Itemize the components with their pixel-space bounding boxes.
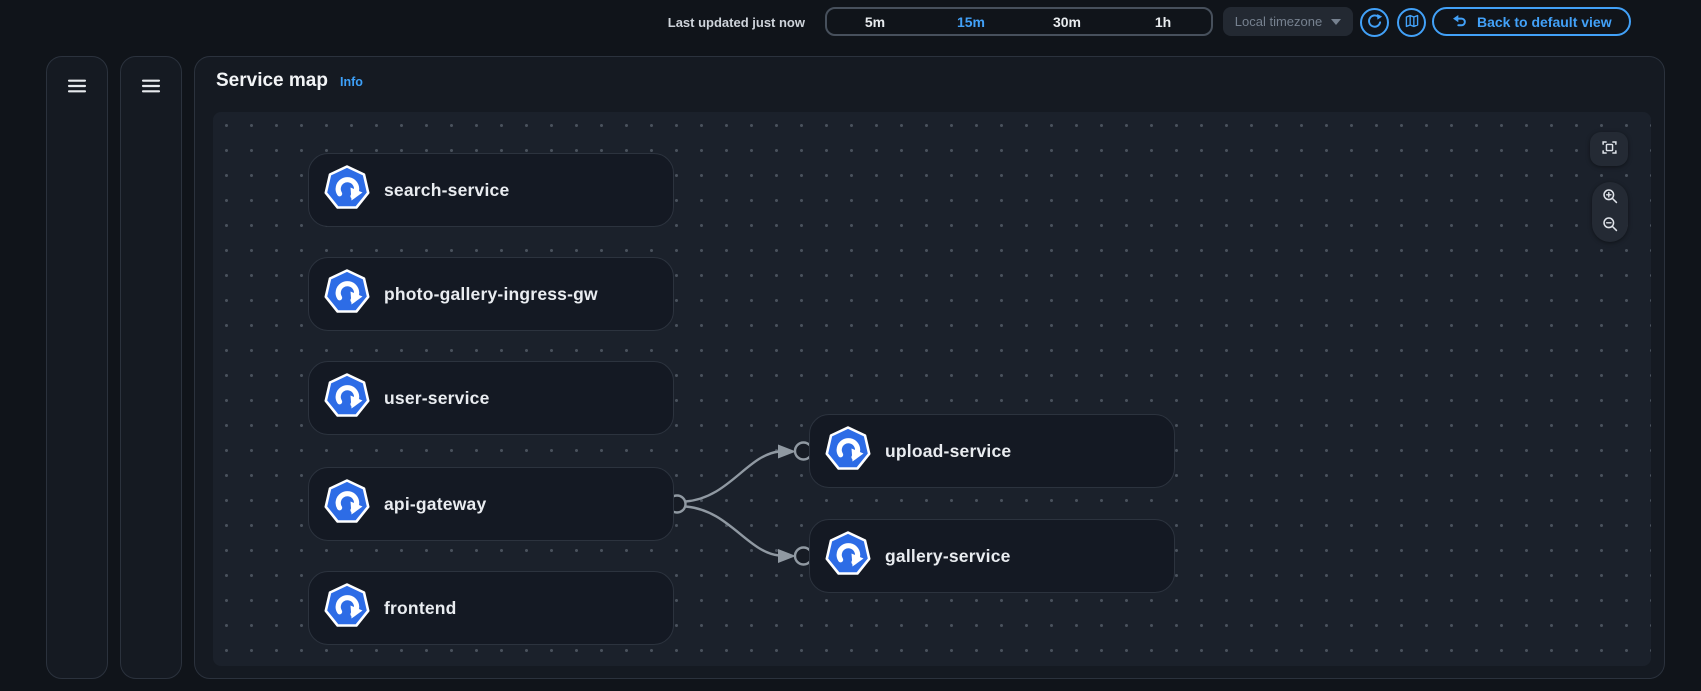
- service-node-gallery-service[interactable]: gallery-service: [809, 519, 1175, 593]
- map-view-button[interactable]: [1397, 8, 1426, 37]
- node-label: frontend: [384, 597, 457, 618]
- fit-to-view-button[interactable]: [1590, 132, 1628, 166]
- collapsed-panel-left-1: [46, 56, 108, 679]
- service-map-panel: Service map Info: [194, 56, 1665, 679]
- kubernetes-workload-icon: [823, 530, 873, 583]
- time-range-30m[interactable]: 30m: [1052, 13, 1082, 30]
- service-node-search-service[interactable]: search-service: [308, 153, 674, 227]
- fit-to-view-icon: [1601, 139, 1618, 159]
- node-label: api-gateway: [384, 493, 487, 514]
- refresh-button[interactable]: [1360, 8, 1389, 37]
- node-label: user-service: [384, 387, 490, 408]
- collapsed-panel-left-2: [120, 56, 182, 679]
- zoom-controls: [1592, 182, 1628, 242]
- timezone-dropdown[interactable]: Local timezone: [1223, 7, 1353, 36]
- info-link[interactable]: Info: [339, 75, 363, 89]
- service-node-user-service[interactable]: user-service: [308, 361, 674, 435]
- undo-arrow-icon: [1451, 12, 1468, 32]
- service-node-upload-service[interactable]: upload-service: [809, 414, 1175, 488]
- service-node-frontend[interactable]: frontend: [308, 571, 674, 645]
- node-label: search-service: [384, 179, 510, 200]
- panel-header: Service map Info: [216, 70, 363, 92]
- service-node-api-gateway[interactable]: api-gateway: [308, 467, 674, 541]
- map-icon: [1404, 13, 1420, 32]
- expand-panel-button-2[interactable]: [136, 74, 166, 100]
- top-toolbar: Last updated just now 5m 15m 30m 1h Loca…: [0, 0, 1701, 47]
- kubernetes-workload-icon: [322, 582, 372, 635]
- node-label: upload-service: [885, 440, 1012, 461]
- zoom-out-icon: [1602, 216, 1619, 236]
- menu-icon: [67, 78, 87, 97]
- page-title: Service map: [216, 70, 328, 91]
- back-to-default-view-label: Back to default view: [1477, 13, 1612, 30]
- node-label: photo-gallery-ingress-gw: [384, 283, 598, 304]
- kubernetes-workload-icon: [322, 268, 372, 321]
- edge-api-gateway-to-upload-service[interactable]: [685, 441, 814, 503]
- service-map-canvas[interactable]: search-service photo-gallery-ingress-gw: [213, 112, 1651, 666]
- arrowhead-icon: [778, 549, 796, 563]
- kubernetes-workload-icon: [322, 478, 372, 531]
- chevron-down-icon: [1331, 18, 1342, 25]
- time-range-1h[interactable]: 1h: [1154, 13, 1172, 30]
- back-to-default-view-button[interactable]: Back to default view: [1432, 7, 1631, 36]
- last-updated-status: Last updated just now: [667, 14, 805, 30]
- expand-panel-button-1[interactable]: [62, 74, 92, 100]
- zoom-in-button[interactable]: [1595, 186, 1625, 210]
- time-range-selector: 5m 15m 30m 1h: [825, 7, 1213, 36]
- kubernetes-workload-icon: [823, 425, 873, 478]
- timezone-dropdown-label: Local timezone: [1234, 14, 1323, 29]
- time-range-5m[interactable]: 5m: [864, 13, 886, 30]
- refresh-icon: [1366, 13, 1383, 33]
- time-range-15m[interactable]: 15m: [956, 13, 986, 30]
- zoom-in-icon: [1602, 188, 1619, 208]
- arrowhead-icon: [778, 444, 796, 459]
- menu-icon: [141, 78, 161, 97]
- kubernetes-workload-icon: [322, 164, 372, 217]
- node-label: gallery-service: [885, 545, 1011, 566]
- zoom-out-button[interactable]: [1595, 214, 1625, 238]
- edge-api-gateway-to-gallery-service[interactable]: [685, 505, 814, 566]
- kubernetes-workload-icon: [322, 372, 372, 425]
- service-node-photo-gallery-ingress-gw[interactable]: photo-gallery-ingress-gw: [308, 257, 674, 331]
